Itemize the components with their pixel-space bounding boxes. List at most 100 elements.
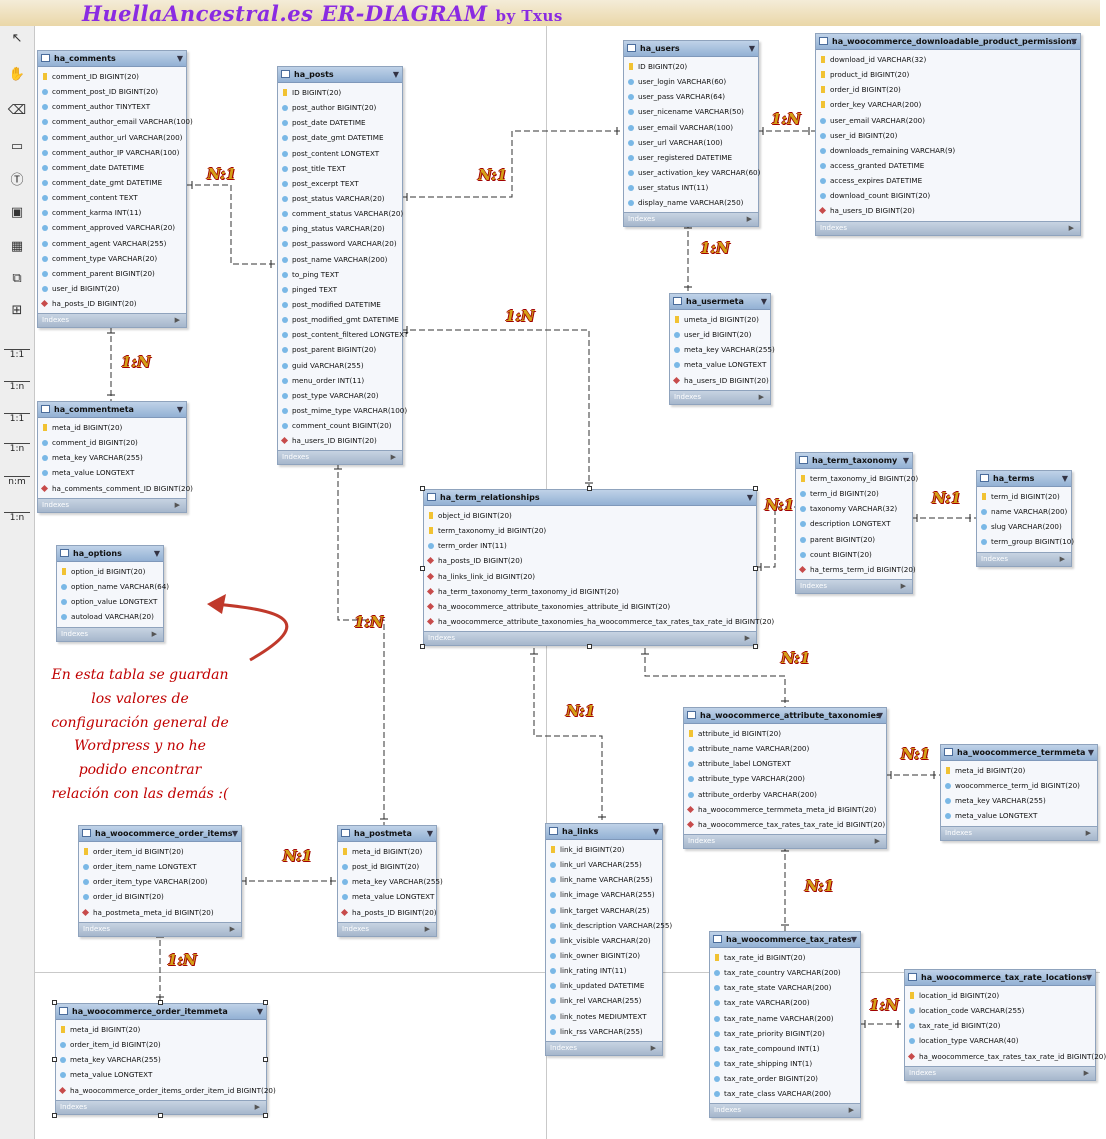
- column-row[interactable]: download_id VARCHAR(32): [816, 52, 1080, 67]
- column-row[interactable]: ha_term_taxonomy_term_taxonomy_id BIGINT…: [424, 584, 756, 599]
- column-row[interactable]: user_id BIGINT(20): [38, 281, 186, 296]
- hand-icon[interactable]: ✋: [8, 67, 26, 82]
- column-row[interactable]: ha_woocommerce_attribute_taxonomies_ha_w…: [424, 614, 774, 629]
- table-ha-postmeta[interactable]: ha_postmeta▼meta_id BIGINT(20)post_id BI…: [337, 825, 443, 937]
- column-row[interactable]: user_pass VARCHAR(64): [624, 89, 758, 104]
- table-icon[interactable]: ▦: [10, 239, 24, 254]
- column-row[interactable]: link_image VARCHAR(255): [546, 887, 662, 902]
- indexes-footer[interactable]: Indexes▶: [57, 626, 163, 641]
- column-row[interactable]: meta_key VARCHAR(255): [338, 874, 443, 889]
- column-row[interactable]: autoload VARCHAR(20): [57, 609, 163, 624]
- column-row[interactable]: location_type VARCHAR(40): [905, 1033, 1095, 1048]
- resize-handle[interactable]: [52, 1057, 57, 1062]
- column-row[interactable]: attribute_id BIGINT(20): [684, 726, 886, 741]
- relationship-line-termrel-links[interactable]: [533, 648, 603, 823]
- column-row[interactable]: attribute_name VARCHAR(200): [684, 741, 886, 756]
- resize-handle[interactable]: [587, 644, 592, 649]
- table-ha-commentmeta[interactable]: ha_commentmeta▼meta_id BIGINT(20)comment…: [37, 401, 193, 513]
- resize-handle[interactable]: [263, 1000, 268, 1005]
- column-row[interactable]: order_key VARCHAR(200): [816, 97, 1080, 112]
- table-ha-dpp[interactable]: ha_woocommerce_downloadable_product_perm…: [815, 33, 1081, 236]
- column-row[interactable]: option_id BIGINT(20): [57, 564, 163, 579]
- table-ha-woim[interactable]: ha_woocommerce_order_itemmeta▼meta_id BI…: [55, 1003, 276, 1115]
- column-row[interactable]: display_name VARCHAR(250): [624, 195, 758, 210]
- column-row[interactable]: user_nicename VARCHAR(50): [624, 104, 758, 119]
- table-header[interactable]: ha_woocommerce_order_items▼: [79, 826, 241, 842]
- column-row[interactable]: location_id BIGINT(20): [905, 988, 1095, 1003]
- resize-handle[interactable]: [52, 1000, 57, 1005]
- column-row[interactable]: location_code VARCHAR(255): [905, 1003, 1095, 1018]
- column-row[interactable]: order_id BIGINT(20): [79, 889, 241, 904]
- expand-arrow-icon[interactable]: ▶: [229, 924, 235, 933]
- column-row[interactable]: ID BIGINT(20): [278, 85, 402, 100]
- relationship-line-posts-term_relationships[interactable]: [401, 329, 590, 489]
- column-row[interactable]: term_order INT(11): [424, 538, 756, 553]
- column-row[interactable]: attribute_label LONGTEXT: [684, 756, 886, 771]
- table-header[interactable]: ha_links▼: [546, 824, 662, 840]
- column-row[interactable]: to_ping TEXT: [278, 267, 402, 282]
- table-header[interactable]: ha_term_taxonomy▼: [796, 453, 912, 469]
- resize-handle[interactable]: [753, 486, 758, 491]
- column-row[interactable]: post_title TEXT: [278, 161, 402, 176]
- indexes-footer[interactable]: Indexes▶: [977, 551, 1071, 566]
- column-row[interactable]: ha_woocommerce_order_items_order_item_id…: [56, 1083, 276, 1098]
- table-ha-links[interactable]: ha_links▼link_id BIGINT(20)link_url VARC…: [545, 823, 672, 1056]
- indexes-footer[interactable]: Indexes▶: [79, 921, 241, 936]
- collapse-arrow-icon[interactable]: ▼: [850, 935, 857, 944]
- routine-icon[interactable]: ⊞: [11, 303, 23, 318]
- collapse-arrow-icon[interactable]: ▼: [1087, 748, 1094, 757]
- table-header[interactable]: ha_terms▼: [977, 471, 1071, 487]
- table-ha-woi[interactable]: ha_woocommerce_order_items▼order_item_id…: [78, 825, 242, 937]
- column-row[interactable]: comment_content TEXT: [38, 190, 186, 205]
- collapse-arrow-icon[interactable]: ▼: [748, 44, 755, 53]
- column-row[interactable]: ha_woocommerce_tax_rates_tax_rate_id BIG…: [684, 817, 886, 832]
- collapse-arrow-icon[interactable]: ▼: [153, 549, 160, 558]
- relationship-line-termrel-termtaxonomy[interactable]: [755, 506, 795, 568]
- collapse-arrow-icon[interactable]: ▼: [876, 711, 883, 720]
- collapse-arrow-icon[interactable]: ▼: [652, 827, 659, 836]
- column-row[interactable]: post_id BIGINT(20): [338, 859, 436, 874]
- column-row[interactable]: tax_rate VARCHAR(200): [710, 995, 860, 1010]
- table-ha-comments[interactable]: ha_comments▼comment_ID BIGINT(20)comment…: [37, 50, 193, 329]
- column-row[interactable]: comment_agent VARCHAR(255): [38, 236, 186, 251]
- expand-arrow-icon[interactable]: ▶: [746, 215, 752, 224]
- table-header[interactable]: ha_woocommerce_tax_rate_locations▼: [905, 970, 1095, 986]
- indexes-footer[interactable]: Indexes▶: [710, 1103, 860, 1118]
- column-row[interactable]: post_excerpt TEXT: [278, 176, 402, 191]
- view-icon[interactable]: ⧉: [12, 271, 22, 286]
- column-row[interactable]: link_rating INT(11): [546, 963, 662, 978]
- column-row[interactable]: meta_id BIGINT(20): [941, 763, 1097, 778]
- column-row[interactable]: order_item_type VARCHAR(200): [79, 874, 241, 889]
- relationship-line-comments-posts[interactable]: [186, 184, 277, 265]
- column-row[interactable]: post_content LONGTEXT: [278, 146, 402, 161]
- table-header[interactable]: ha_woocommerce_downloadable_product_perm…: [816, 34, 1080, 50]
- column-row[interactable]: post_modified DATETIME: [278, 297, 402, 312]
- column-row[interactable]: post_author BIGINT(20): [278, 100, 402, 115]
- column-row[interactable]: term_taxonomy_id BIGINT(20): [424, 523, 756, 538]
- column-row[interactable]: comment_post_ID BIGINT(20): [38, 84, 186, 99]
- expand-arrow-icon[interactable]: ▶: [390, 453, 396, 462]
- column-row[interactable]: link_rss VARCHAR(255): [546, 1024, 662, 1039]
- expand-arrow-icon[interactable]: ▶: [151, 629, 157, 638]
- resize-handle[interactable]: [587, 486, 592, 491]
- column-row[interactable]: link_name VARCHAR(255): [546, 872, 662, 887]
- table-header[interactable]: ha_woocommerce_termmeta▼: [941, 745, 1097, 761]
- column-row[interactable]: tax_rate_class VARCHAR(200): [710, 1086, 860, 1101]
- column-row[interactable]: comment_author_url VARCHAR(200): [38, 130, 186, 145]
- column-row[interactable]: meta_value LONGTEXT: [56, 1067, 266, 1082]
- expand-arrow-icon[interactable]: ▶: [744, 634, 750, 643]
- column-row[interactable]: order_item_name LONGTEXT: [79, 859, 241, 874]
- collapse-arrow-icon[interactable]: ▼: [1085, 973, 1092, 982]
- layer-icon[interactable]: ▭: [10, 139, 24, 154]
- column-row[interactable]: ha_postmeta_meta_id BIGINT(20): [79, 905, 241, 920]
- rel-n-m[interactable]: n:m: [4, 476, 30, 488]
- column-row[interactable]: meta_value LONGTEXT: [941, 808, 1097, 823]
- pointer-icon[interactable]: ↖: [11, 31, 23, 46]
- indexes-footer[interactable]: Indexes▶: [38, 497, 186, 512]
- column-row[interactable]: comment_type VARCHAR(20): [38, 251, 186, 266]
- expand-arrow-icon[interactable]: ▶: [874, 836, 880, 845]
- column-row[interactable]: meta_id BIGINT(20): [38, 420, 186, 435]
- column-row[interactable]: product_id BIGINT(20): [816, 67, 1080, 82]
- column-row[interactable]: post_type VARCHAR(20): [278, 388, 402, 403]
- column-row[interactable]: ID BIGINT(20): [624, 59, 758, 74]
